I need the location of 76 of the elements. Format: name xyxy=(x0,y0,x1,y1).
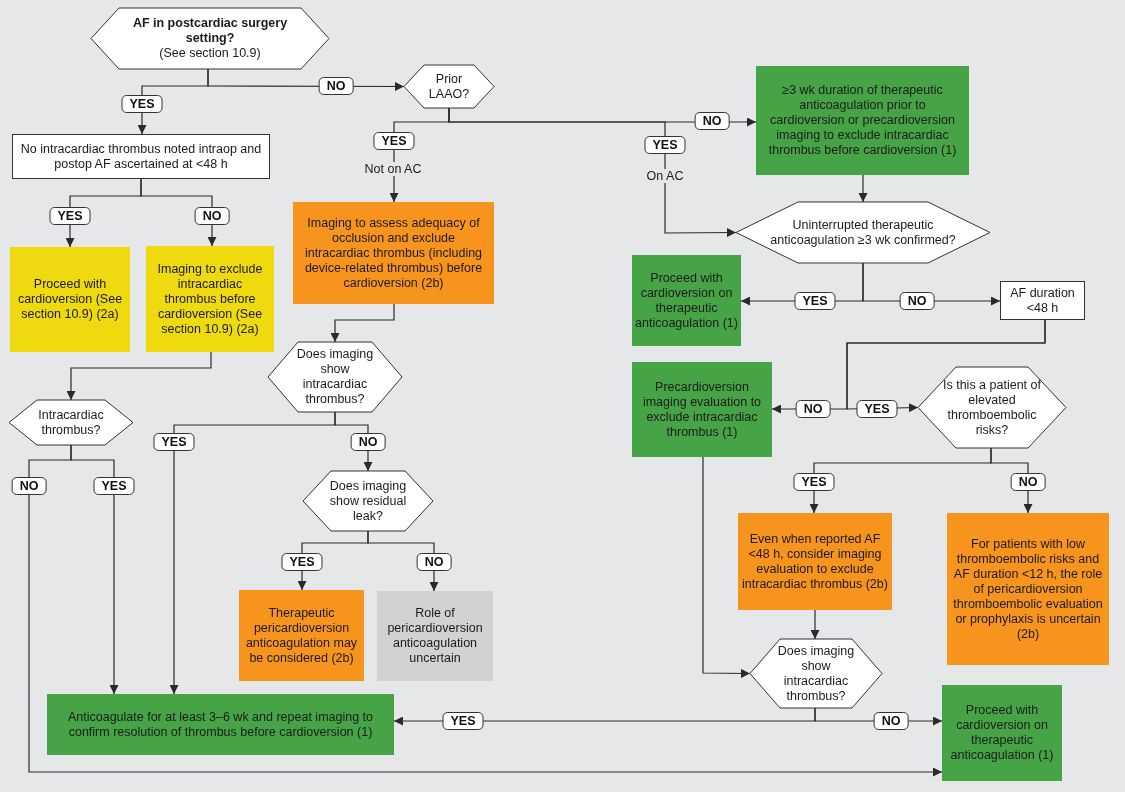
decision-hexagon xyxy=(303,471,433,531)
action-box xyxy=(632,255,741,346)
edge-label: YES xyxy=(856,400,898,418)
node-text: (See section 10.9) xyxy=(159,46,261,61)
arrow xyxy=(858,174,868,203)
node-text: Does imaging show intracardiac thrombus? xyxy=(295,347,375,407)
edge-label: NO xyxy=(899,292,935,310)
action-box xyxy=(947,513,1109,665)
edge-label: YES xyxy=(153,433,195,451)
node-text: Anticoagulate for at least 3–6 wk and repeat imaging to confirm resolution of thrombus before cardioversion (1) xyxy=(66,709,375,740)
edge-label: NO xyxy=(318,77,354,95)
edge-label: YES xyxy=(793,473,835,491)
arrow xyxy=(810,609,820,640)
branch-note: On AC xyxy=(644,169,686,183)
edge-label: NO xyxy=(1010,473,1046,491)
edge-label: YES xyxy=(281,553,323,571)
node-text: Imaging to assess adequacy of occlusion and exclude intracardiac thrombus (including device-related thrombus) before cardioversion (2b) xyxy=(303,215,484,291)
node-text: AF in postcardiac surgery setting? xyxy=(131,16,289,46)
decision-hexagon xyxy=(9,400,133,445)
decision-hexagon xyxy=(268,342,402,412)
action-box xyxy=(942,685,1062,781)
edge-label: NO xyxy=(11,477,47,495)
arrow xyxy=(66,351,212,401)
node-text: Does imaging show intracardiac thrombus? xyxy=(776,643,856,704)
edge-label: YES xyxy=(373,132,415,150)
decision-hexagon xyxy=(91,8,329,69)
decision-hexagon xyxy=(736,202,990,263)
action-box xyxy=(47,694,394,755)
node-text: For patients with low thromboembolic risks and AF duration <12 h, the role of pericardioversion thromboembolic evaluation or prophylaxis is uncertain (2b) xyxy=(952,536,1104,642)
decision-hexagon xyxy=(404,65,494,108)
node-text: Therapeutic pericardioversion anticoagulation may be considered (2b) xyxy=(244,605,359,666)
arrow xyxy=(28,444,943,777)
arrow xyxy=(702,456,751,678)
decision-hexagon xyxy=(918,367,1066,448)
arrow xyxy=(846,319,1046,413)
process-box xyxy=(1000,281,1085,320)
action-box xyxy=(756,66,969,175)
edge-label: YES xyxy=(49,207,91,225)
action-box xyxy=(10,247,130,352)
node-text: Proceed with cardioversion on therapeutic anticoagulation (1) xyxy=(949,703,1055,763)
edge-label: NO xyxy=(416,553,452,571)
node-text: AF duration <48 h xyxy=(1009,285,1076,316)
node-text: Even when reported AF <48 h, consider imaging evaluation to exclude intracardiac thrombus (2b) xyxy=(742,531,888,592)
node-text: Imaging to exclude intracardiac thrombus before cardioversion (See section 10.9) (2a) xyxy=(156,261,264,337)
branch-note: Not on AC xyxy=(362,162,424,176)
node-text: Precardioversion imaging evaluation to exclude intracardiac thrombus (1) xyxy=(641,379,763,440)
action-box xyxy=(738,513,892,610)
arrow xyxy=(448,107,737,238)
process-box xyxy=(12,134,270,179)
action-box xyxy=(293,202,494,304)
decision-hexagon xyxy=(750,639,882,708)
edge-label: NO xyxy=(795,400,831,418)
node-text: Is this a patient of elevated thromboembolic risks? xyxy=(942,377,1042,438)
action-box xyxy=(239,590,364,681)
edge-label: YES xyxy=(644,136,686,154)
node-text: Proceed with cardioversion on therapeutic anticoagulation (1) xyxy=(635,270,738,331)
node-text: No intracardiac thrombus noted intraop and postop AF ascertained at <48 h xyxy=(19,141,263,172)
arrow xyxy=(330,303,395,343)
node-text: Uninterrupted therapeutic anticoagulation ≥3 wk confirmed? xyxy=(769,217,957,248)
node-text: Role of pericardioversion anticoagulation uncertain xyxy=(386,606,484,666)
edge-label: NO xyxy=(350,433,386,451)
node-text: Prior LAAO? xyxy=(427,71,471,102)
edge-label: NO xyxy=(873,712,909,730)
node-text: Proceed with cardioversion (See section 10.9) (2a) xyxy=(16,277,124,322)
action-box xyxy=(377,591,493,681)
edge-label: YES xyxy=(442,712,484,730)
edge-label: YES xyxy=(794,292,836,310)
action-box xyxy=(146,246,274,352)
edge-label: NO xyxy=(194,207,230,225)
action-box xyxy=(632,362,772,457)
node-text: Intracardiac thrombus? xyxy=(37,407,105,438)
edge-label: NO xyxy=(694,112,730,130)
node-text: ≥3 wk duration of therapeutic anticoagulation prior to cardioversion or precardioversion imaging to exclude intracardiac thrombus before cardioversion (1) xyxy=(767,83,958,158)
node-text: Does imaging show residual leak? xyxy=(328,478,408,524)
edge-label: YES xyxy=(121,95,163,113)
edge-label: YES xyxy=(93,477,135,495)
